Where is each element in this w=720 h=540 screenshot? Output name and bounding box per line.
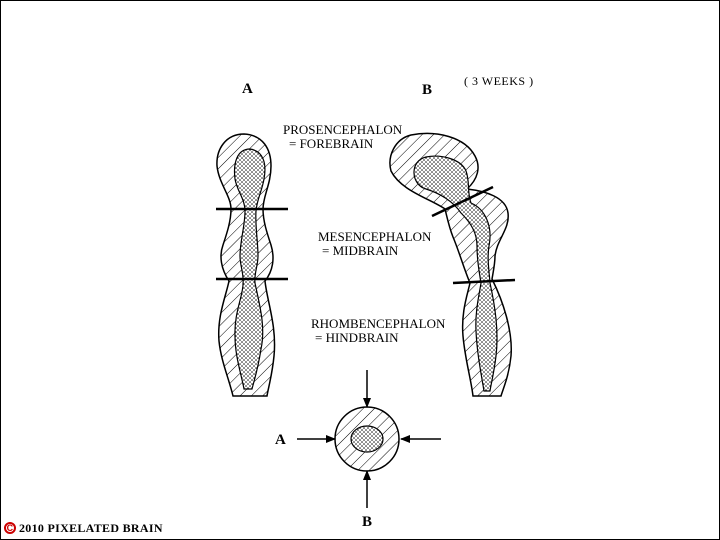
neural-tube-b <box>389 132 516 397</box>
copyright-text: 2010 PIXELATED BRAIN <box>19 520 163 535</box>
mesencephalon-label: MESENCEPHALON <box>318 229 432 244</box>
copyright-icon: C <box>4 522 16 534</box>
prosencephalon-label: PROSENCEPHALON <box>283 122 403 137</box>
cross-section-a-label: A <box>275 432 286 448</box>
panel-a-label: A <box>242 81 253 97</box>
cross-section-canal <box>350 425 384 453</box>
copyright-notice: C 2010 PIXELATED BRAIN <box>4 520 163 536</box>
boundary-line-b-lower <box>452 278 516 285</box>
hindbrain-label: = HINDBRAIN <box>315 330 399 345</box>
panel-b-label: B <box>422 82 433 98</box>
neural-tube-a-canal <box>233 148 266 390</box>
cross-section-b-label: B <box>362 514 373 530</box>
rhombencephalon-label: RHOMBENCEPHALON <box>311 316 446 331</box>
neural-tube-b-canal <box>413 155 498 392</box>
midbrain-label: = MIDBRAIN <box>322 243 399 258</box>
cross-section <box>297 370 441 508</box>
boundary-line-b-upper <box>431 185 494 218</box>
age-note: ( 3 WEEKS ) <box>464 74 534 88</box>
forebrain-label: = FOREBRAIN <box>289 136 374 151</box>
neural-tube-a <box>216 133 288 397</box>
